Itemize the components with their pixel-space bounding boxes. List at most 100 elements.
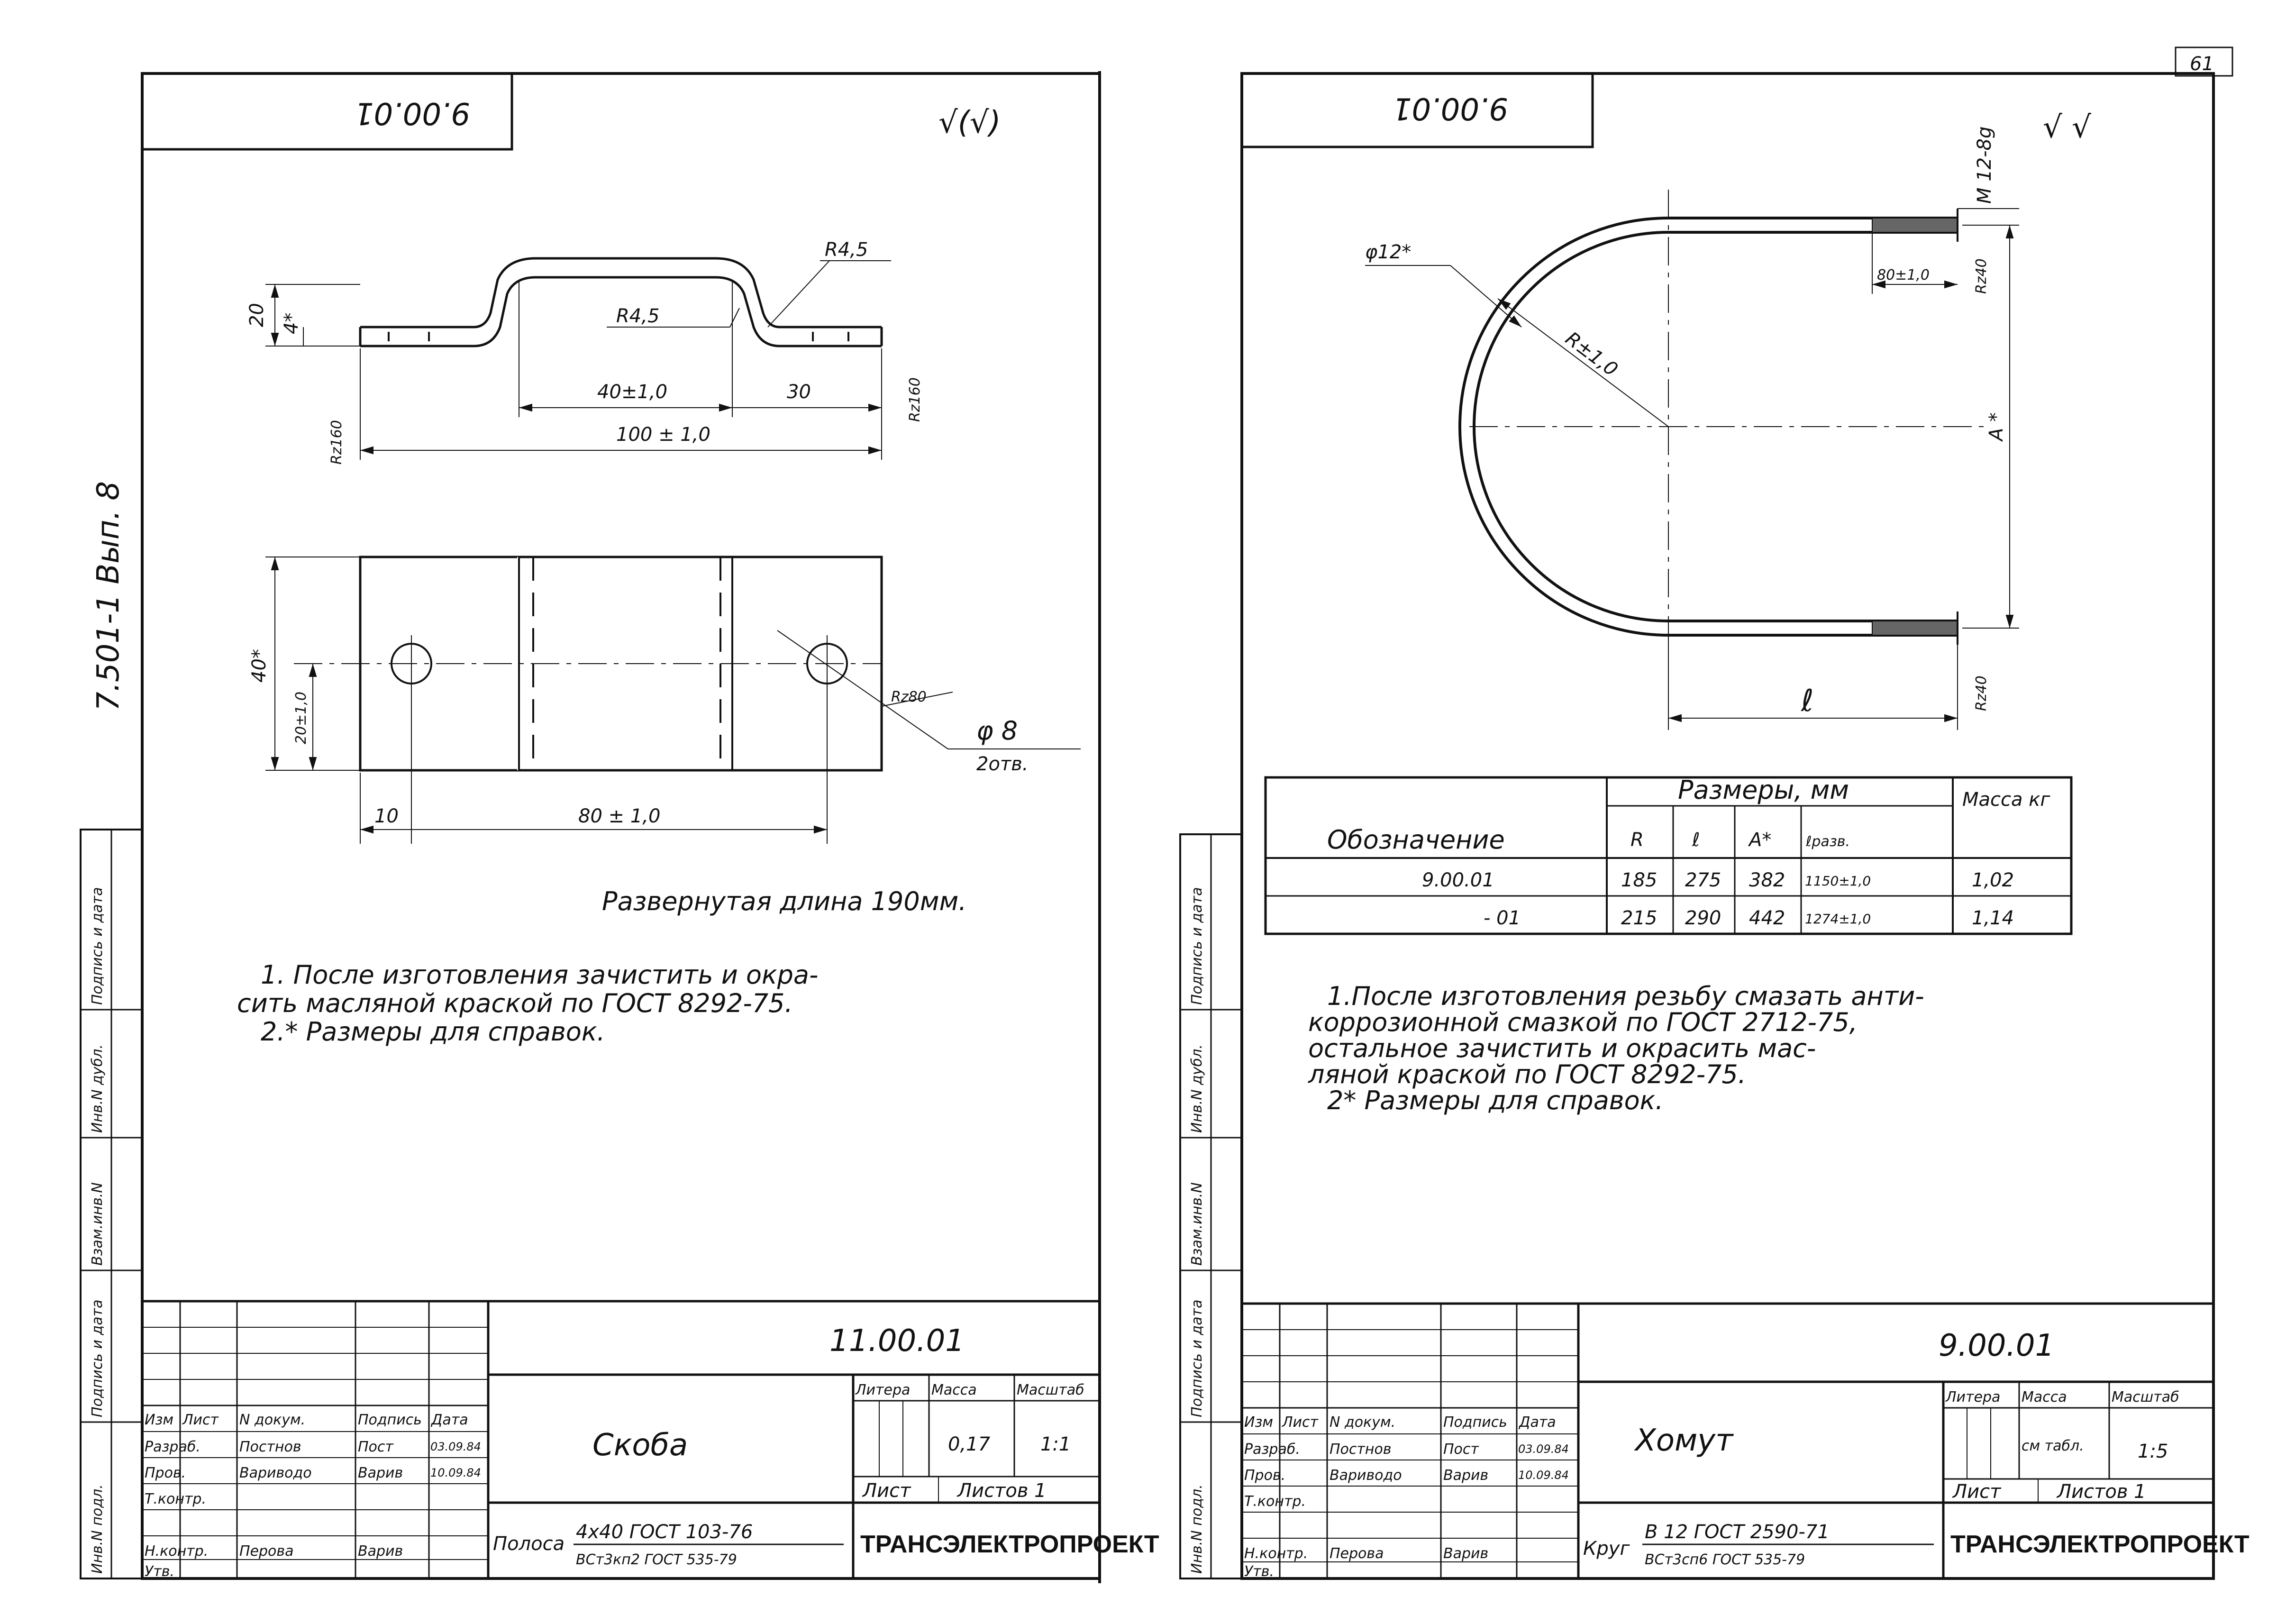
size-table: Размеры, мм Масса кг Обозначение R ℓ A* … <box>1264 775 2073 935</box>
row2-a: 442 <box>1749 907 1785 929</box>
row-tkontr: Т.контр. <box>145 1491 206 1507</box>
sheet-right: 9.00.01 √ √ Инв.N подл. Подпись и дата В… <box>1179 72 2249 1580</box>
hdr-list: Лист <box>182 1412 219 1428</box>
row1-mass: 1,02 <box>1972 869 2014 891</box>
table-group-header: Размеры, мм <box>1678 775 1849 805</box>
hdr-masshtab-right: Масштаб <box>2112 1389 2179 1405</box>
dim-4: 4* <box>281 313 302 334</box>
hdr-massa-right: Масса <box>2022 1389 2067 1405</box>
r-razrab-name: Постнов <box>1330 1441 1392 1458</box>
row2-l: 290 <box>1685 907 1721 929</box>
col-l: ℓ <box>1692 829 1700 851</box>
razrab-name: Постнов <box>239 1439 301 1455</box>
r-note-3: остальное зачистить и окрасить мас- <box>1308 1033 1816 1063</box>
dim-40: 40±1,0 <box>597 381 667 403</box>
hdr-izm: Изм <box>145 1412 173 1428</box>
row2-name: - 01 <box>1484 907 1521 929</box>
row1-a: 382 <box>1749 869 1785 891</box>
row-nkontr: Н.контр. <box>145 1543 208 1560</box>
hdr-litera-left: Литера <box>855 1382 910 1398</box>
dim-30: 30 <box>787 381 811 403</box>
r-row-tkontr: Т.контр. <box>1244 1493 1306 1510</box>
rz-left: Rz160 <box>328 420 345 465</box>
hdr-litera-right: Литера <box>1945 1389 2000 1405</box>
r-row-razrab: Разраб. <box>1244 1441 1300 1458</box>
side-col-1: Инв.N подл. <box>89 1484 106 1574</box>
hdr-ndokum: N докум. <box>239 1412 305 1428</box>
series-label: 7.501-1 Вып. 8 <box>91 481 126 711</box>
material-top-left: 4х40 ГОСТ 103-76 <box>576 1521 753 1543</box>
rz40-bottom: Rz40 <box>1973 675 1990 711</box>
side-col-r3: Взам.инв.N <box>1189 1182 1205 1266</box>
designation-left: 11.00.01 <box>829 1323 965 1359</box>
col-a: A* <box>1748 829 1771 851</box>
company-right: ТРАНСЭЛЕКТРОПРОЕКТ <box>1950 1531 2249 1558</box>
hdr-masshtab-left: Масштаб <box>1017 1382 1084 1398</box>
r-row-prov: Пров. <box>1244 1467 1285 1484</box>
side-col-r2: Подпись и дата <box>1189 1300 1205 1418</box>
r-note-4: ляной краской по ГОСТ 8292-75. <box>1308 1059 1746 1089</box>
hdr-podpis: Подпись <box>358 1412 422 1428</box>
dim-phi12: φ12* <box>1365 241 1411 263</box>
rz40-top: Rz40 <box>1973 258 1990 294</box>
r-hdr-izm: Изм <box>1244 1414 1273 1431</box>
row-utv: Утв. <box>145 1563 174 1580</box>
r-hdr-podpis: Подпись <box>1443 1414 1507 1431</box>
side-col-5: Подпись и дата <box>89 887 106 1005</box>
scale-left: 1:1 <box>1040 1433 1071 1455</box>
r-row-utv: Утв. <box>1244 1563 1274 1580</box>
nkontr-sign: Варив <box>358 1543 403 1560</box>
dim-20: 20 <box>246 303 268 327</box>
col-lrazv: ℓразв. <box>1805 833 1850 850</box>
sheet-left: 9.00.01 √(√) Инв.N подл. Подпись и дата … <box>80 71 1159 1583</box>
side-col-4: Инв.N дубл. <box>89 1044 106 1133</box>
row-prov: Пров. <box>145 1465 186 1481</box>
r-prov-date: 10.09.84 <box>1518 1469 1569 1482</box>
material-bottom-left: ВСт3кп2 ГОСТ 535-79 <box>576 1551 737 1568</box>
table-designation-header: Обозначение <box>1327 825 1505 855</box>
prov-name: Вариводо <box>239 1465 312 1481</box>
sheet-right-tab <box>1240 72 1594 148</box>
rz-right: Rz160 <box>907 377 923 422</box>
r-hdr-data: Дата <box>1518 1414 1556 1431</box>
r-note-1: 1.После изготовления резьбу смазать анти… <box>1327 981 1924 1011</box>
material-bottom-right: ВСт3сп6 ГОСТ 535-79 <box>1645 1551 1805 1568</box>
bracket-side-view: 20 4* R4,5 R4,5 40±1,0 30 100 ± 1,0 Rz16… <box>246 239 923 465</box>
sheet-right-tab-code: 9.00.01 <box>1393 91 1508 126</box>
title-block-left: Изм Лист N докум. Подпись Дата Разраб. П… <box>141 1300 1159 1580</box>
material-label-left: Полоса <box>493 1533 565 1555</box>
r-prov-name: Вариводо <box>1330 1467 1402 1484</box>
row2-r: 215 <box>1621 907 1657 929</box>
row1-r: 185 <box>1621 869 1657 891</box>
company-left: ТРАНСЭЛЕКТРОПРОЕКТ <box>860 1531 1159 1558</box>
side-col-r4: Инв.N дубл. <box>1189 1044 1205 1133</box>
hdr-listov-right: Листов 1 <box>2056 1481 2146 1503</box>
dim-thread: M 12-8g <box>1974 127 1995 204</box>
row-razrab: Разраб. <box>145 1439 200 1455</box>
scale-right: 1:5 <box>2138 1441 2168 1462</box>
page-number-box <box>2175 46 2233 77</box>
r-prov-sign: Варив <box>1443 1467 1488 1484</box>
dim-80-thread: 80±1,0 <box>1877 267 1930 283</box>
dim-10: 10 <box>374 805 399 827</box>
part-name-right: Хомут <box>1634 1423 1734 1458</box>
r-hdr-ndokum: N докум. <box>1330 1414 1395 1431</box>
u-bolt-view: φ12* R±1,0 M 12-8g 80±1,0 Rz40 A * ℓ Rz4… <box>1365 127 2019 730</box>
part-name-left: Скоба <box>592 1428 688 1463</box>
dim-40-plan: 40* <box>248 649 270 683</box>
sheet-left-tab-code: 9.00.01 <box>355 95 470 130</box>
prov-sign: Варив <box>358 1465 403 1481</box>
row2-lrazv: 1274±1,0 <box>1805 911 1871 927</box>
hdr-data: Дата <box>430 1412 468 1428</box>
r-razrab-sign: Пост <box>1443 1441 1479 1458</box>
row1-lrazv: 1150±1,0 <box>1805 873 1871 889</box>
material-label-right: Круг <box>1583 1538 1630 1560</box>
hole-diameter: φ 8 <box>976 716 1018 746</box>
hdr-list-right: Лист <box>1952 1481 2002 1503</box>
side-col-2: Подпись и дата <box>89 1300 106 1418</box>
dim-r-inner: R4,5 <box>616 305 659 327</box>
designation-right: 9.00.01 <box>1939 1328 2054 1363</box>
page-number: 61 <box>2190 53 2214 75</box>
roughness-mark-right: √ √ <box>2043 110 2091 145</box>
